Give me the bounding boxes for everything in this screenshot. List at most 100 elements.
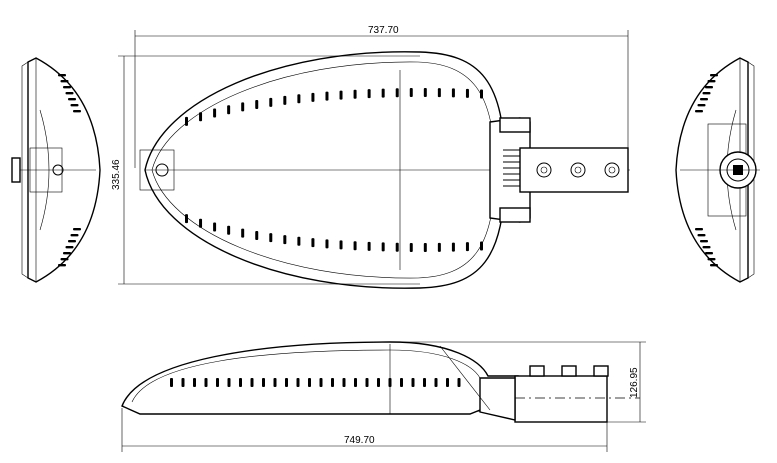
side-width-dimension: 749.70: [344, 435, 375, 446]
vent-slot: [308, 378, 311, 387]
left-view-vent-slots: [58, 74, 81, 267]
vent-slot: [170, 378, 173, 387]
vent-slot: [342, 378, 346, 387]
vent-slot: [446, 378, 449, 387]
vent-slot: [697, 234, 706, 237]
vent-slot: [409, 88, 413, 98]
top-width-dimension: 737.70: [368, 25, 399, 36]
vent-slot: [193, 378, 196, 387]
vent-slot: [437, 88, 441, 98]
vent-slot: [239, 378, 242, 387]
vent-slot: [68, 98, 76, 101]
vent-slot: [273, 378, 277, 387]
vent-slot: [365, 378, 369, 387]
vent-slot: [395, 88, 399, 98]
vent-slot: [262, 378, 265, 387]
vent-slot: [185, 116, 188, 126]
side-view: 749.70 126.95: [121, 341, 646, 452]
vent-slot: [381, 242, 385, 252]
vent-slot: [710, 264, 718, 267]
vent-slot: [710, 74, 718, 77]
vent-slot: [367, 241, 371, 251]
vent-slot: [702, 92, 711, 95]
vent-slot: [297, 236, 301, 246]
vent-slot: [297, 94, 301, 104]
vent-slot: [395, 242, 399, 252]
vent-slot: [411, 378, 415, 387]
vent-slot: [423, 378, 426, 387]
right-view-vent-slots: [695, 74, 718, 267]
vent-slot: [457, 378, 461, 387]
top-view-fins: [503, 149, 520, 187]
vent-slot: [339, 240, 343, 250]
vent-slot: [367, 89, 371, 99]
vent-slot: [181, 378, 185, 387]
vent-slot: [296, 378, 300, 387]
vent-slot: [465, 88, 469, 98]
vent-slot: [283, 95, 287, 105]
vent-slot: [65, 246, 74, 249]
vent-slot: [705, 86, 713, 89]
vent-slot: [58, 74, 66, 77]
vent-slot: [377, 378, 380, 387]
vent-slot: [409, 242, 413, 252]
vent-slot: [213, 108, 217, 118]
vent-slot: [707, 258, 716, 261]
vent-slot: [480, 241, 483, 251]
vent-slot: [465, 242, 469, 252]
vent-slot: [353, 89, 357, 99]
top-view: 737.70 335.46: [111, 25, 630, 289]
vent-slot: [311, 92, 315, 102]
top-height-dimension: 335.46: [111, 159, 122, 190]
vent-slot: [227, 105, 231, 115]
vent-slot: [227, 378, 231, 387]
vent-slot: [319, 378, 323, 387]
vent-slot: [70, 104, 79, 107]
vent-slot: [255, 231, 259, 241]
vent-slot: [60, 80, 69, 83]
vent-slot: [241, 228, 245, 238]
vent-slot: [451, 242, 455, 252]
vent-slot: [199, 218, 203, 228]
vent-slot: [400, 378, 403, 387]
vent-slot: [68, 240, 76, 243]
vent-slot: [423, 242, 427, 252]
vent-slot: [695, 110, 703, 113]
vent-slot: [388, 378, 392, 387]
vent-slot: [269, 233, 273, 243]
vent-slot: [695, 228, 703, 231]
vent-slot: [241, 102, 245, 112]
side-view-vent-slots: [170, 378, 461, 387]
vent-slot: [255, 99, 259, 109]
vent-slot: [285, 378, 288, 387]
vent-slot: [354, 378, 357, 387]
vent-slot: [73, 110, 81, 113]
vent-slot: [63, 86, 71, 89]
vent-slot: [216, 378, 219, 387]
vent-slot: [199, 112, 203, 122]
vent-slot: [250, 378, 254, 387]
vent-slot: [423, 88, 427, 98]
left-end-view: [11, 57, 101, 283]
vent-slot: [65, 92, 74, 95]
vent-slot: [331, 378, 334, 387]
vent-slot: [480, 89, 483, 99]
vent-slot: [227, 225, 231, 235]
bolt-3: [604, 162, 620, 178]
bolt-2: [570, 162, 586, 178]
vent-slot: [705, 252, 713, 255]
vent-slot: [697, 104, 706, 107]
vent-slot: [269, 97, 273, 107]
vent-slot: [204, 378, 208, 387]
vent-slot: [437, 242, 441, 252]
vent-slot: [283, 235, 287, 245]
vent-slot: [70, 234, 79, 237]
vent-slot: [325, 91, 329, 101]
vent-slot: [702, 246, 711, 249]
vent-slot: [434, 378, 438, 387]
side-height-dimension: 126.95: [629, 367, 640, 398]
vent-slot: [707, 80, 716, 83]
vent-slot: [700, 98, 708, 101]
vent-slot: [325, 239, 329, 249]
vent-slot: [73, 228, 81, 231]
